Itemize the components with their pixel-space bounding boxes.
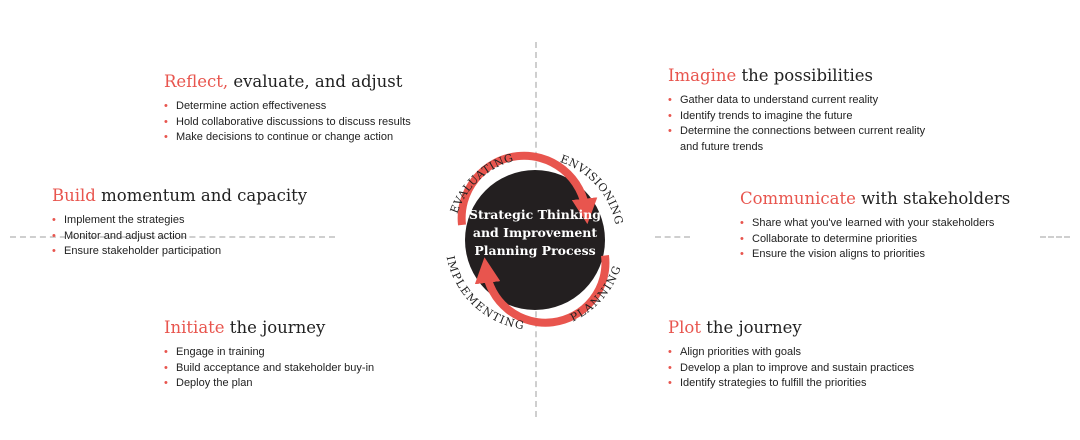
reflect-block: Reflect, evaluate, and adjust Determine … xyxy=(164,72,411,146)
arrow-top xyxy=(457,151,598,226)
right-horizontal-divider-inner xyxy=(655,236,690,238)
build-block: Build momentum and capacity Implement th… xyxy=(52,186,307,260)
cycle-diagram: Strategic Thinking and Improvement Plann… xyxy=(444,151,625,332)
imagine-title: Imagine the possibilities xyxy=(668,66,873,85)
list-item: Ensure the vision aligns to priorities xyxy=(740,247,1010,263)
list-item: Determine the connections between curren… xyxy=(668,124,925,155)
imagine-block: Imagine the possibilities Gather data to… xyxy=(668,66,925,155)
center-title-line-2: and Improvement xyxy=(473,225,597,240)
initiate-block: Initiate the journey Engage in training … xyxy=(164,318,374,392)
plot-title: Plot the journey xyxy=(668,318,802,337)
center-title-line-3: Planning Process xyxy=(474,243,595,258)
communicate-title: Communicate with stakeholders xyxy=(740,189,1011,208)
initiate-list: Engage in training Build acceptance and … xyxy=(164,345,374,392)
list-item: Engage in training xyxy=(164,345,374,361)
list-item: Determine action effectiveness xyxy=(164,99,411,115)
list-item: Develop a plan to improve and sustain pr… xyxy=(668,361,914,377)
right-horizontal-divider-outer xyxy=(1040,236,1070,238)
list-item: Make decisions to continue or change act… xyxy=(164,130,411,146)
plot-list: Align priorities with goals Develop a pl… xyxy=(668,345,914,392)
center-title-line-1: Strategic Thinking xyxy=(469,207,601,222)
list-item: Collaborate to determine priorities xyxy=(740,232,1010,248)
list-item: Share what you've learned with your stak… xyxy=(740,216,1010,232)
build-title: Build momentum and capacity xyxy=(52,186,308,205)
communicate-list: Share what you've learned with your stak… xyxy=(740,216,1010,263)
build-list: Implement the strategies Monitor and adj… xyxy=(52,213,307,260)
list-item: Implement the strategies xyxy=(52,213,307,229)
list-item: Build acceptance and stakeholder buy-in xyxy=(164,361,374,377)
arrow-bottom xyxy=(474,255,610,327)
list-item: Hold collaborative discussions to discus… xyxy=(164,115,411,131)
communicate-block: Communicate with stakeholders Share what… xyxy=(740,189,1010,263)
list-item: Gather data to understand current realit… xyxy=(668,93,925,109)
list-item: Align priorities with goals xyxy=(668,345,914,361)
initiate-title: Initiate the journey xyxy=(164,318,326,337)
plot-block: Plot the journey Align priorities with g… xyxy=(668,318,914,392)
imagine-list: Gather data to understand current realit… xyxy=(668,93,925,155)
reflect-list: Determine action effectiveness Hold coll… xyxy=(164,99,411,146)
list-item: Deploy the plan xyxy=(164,376,374,392)
list-item: Identify strategies to fulfill the prior… xyxy=(668,376,914,392)
list-item: Identify trends to imagine the future xyxy=(668,109,925,125)
list-item: Monitor and adjust action xyxy=(52,229,307,245)
list-item: Ensure stakeholder participation xyxy=(52,244,307,260)
reflect-title: Reflect, evaluate, and adjust xyxy=(164,72,403,91)
